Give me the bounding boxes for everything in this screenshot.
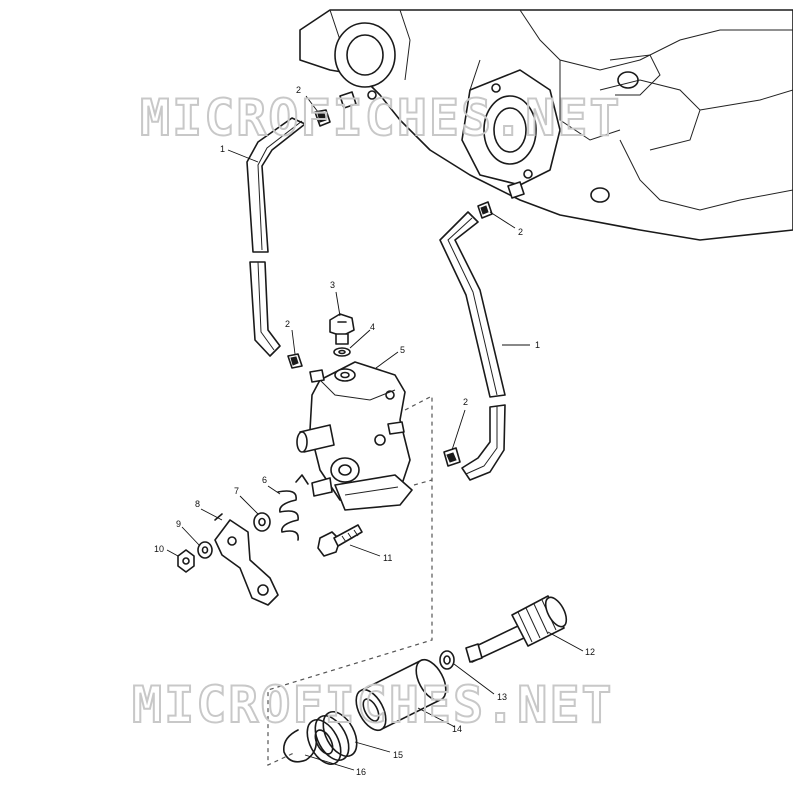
return-spring bbox=[277, 474, 309, 541]
oil-hose-right bbox=[439, 211, 506, 481]
leader-lines bbox=[166, 95, 584, 771]
oil-pump bbox=[296, 361, 413, 511]
hose-clamp bbox=[287, 353, 303, 369]
assembly-line bbox=[413, 479, 433, 486]
callout-label: 9 bbox=[176, 519, 181, 529]
callout-label: 13 bbox=[497, 692, 507, 702]
callout-label: 2 bbox=[285, 319, 290, 329]
watermark: MICROFICHES.NET bbox=[132, 676, 614, 734]
hose-clamp bbox=[314, 109, 331, 127]
callout-label: 1 bbox=[220, 144, 225, 154]
callout-label: 2 bbox=[463, 397, 468, 407]
assembly-line bbox=[267, 395, 433, 766]
callout-label: 8 bbox=[195, 499, 200, 509]
drive-shaft-gear bbox=[465, 595, 568, 663]
callout-label: 10 bbox=[154, 544, 164, 554]
control-lever bbox=[214, 513, 279, 606]
hex-nut bbox=[177, 549, 195, 573]
callout-label: 4 bbox=[370, 322, 375, 332]
callout-label: 6 bbox=[262, 475, 267, 485]
callout-label: 16 bbox=[356, 767, 366, 777]
callout-label: 5 bbox=[400, 345, 405, 355]
hose-clamp bbox=[477, 201, 493, 219]
lock-washer bbox=[197, 541, 213, 559]
watermark: MICROFICHES.NET bbox=[140, 89, 622, 147]
circlip bbox=[282, 729, 318, 763]
callout-label: 7 bbox=[234, 486, 239, 496]
callout-label: 1 bbox=[535, 340, 540, 350]
callout-label: 2 bbox=[518, 227, 523, 237]
banjo-bolt bbox=[329, 313, 355, 345]
callout-label: 11 bbox=[383, 553, 392, 563]
oil-hose-left bbox=[246, 117, 306, 357]
hose-clamp bbox=[443, 447, 461, 467]
callout-label: 12 bbox=[585, 647, 595, 657]
thrust-washer bbox=[439, 650, 455, 670]
callout-label: 2 bbox=[296, 85, 301, 95]
washer bbox=[253, 512, 271, 532]
callout-label: 14 bbox=[452, 724, 462, 734]
mounting-bolt bbox=[317, 524, 363, 557]
bushing bbox=[355, 658, 447, 732]
sealing-washer bbox=[333, 347, 351, 357]
oil-seal bbox=[306, 711, 358, 765]
callout-label: 3 bbox=[330, 280, 335, 290]
callout-label: 15 bbox=[393, 750, 403, 760]
engine-block bbox=[299, 9, 793, 241]
